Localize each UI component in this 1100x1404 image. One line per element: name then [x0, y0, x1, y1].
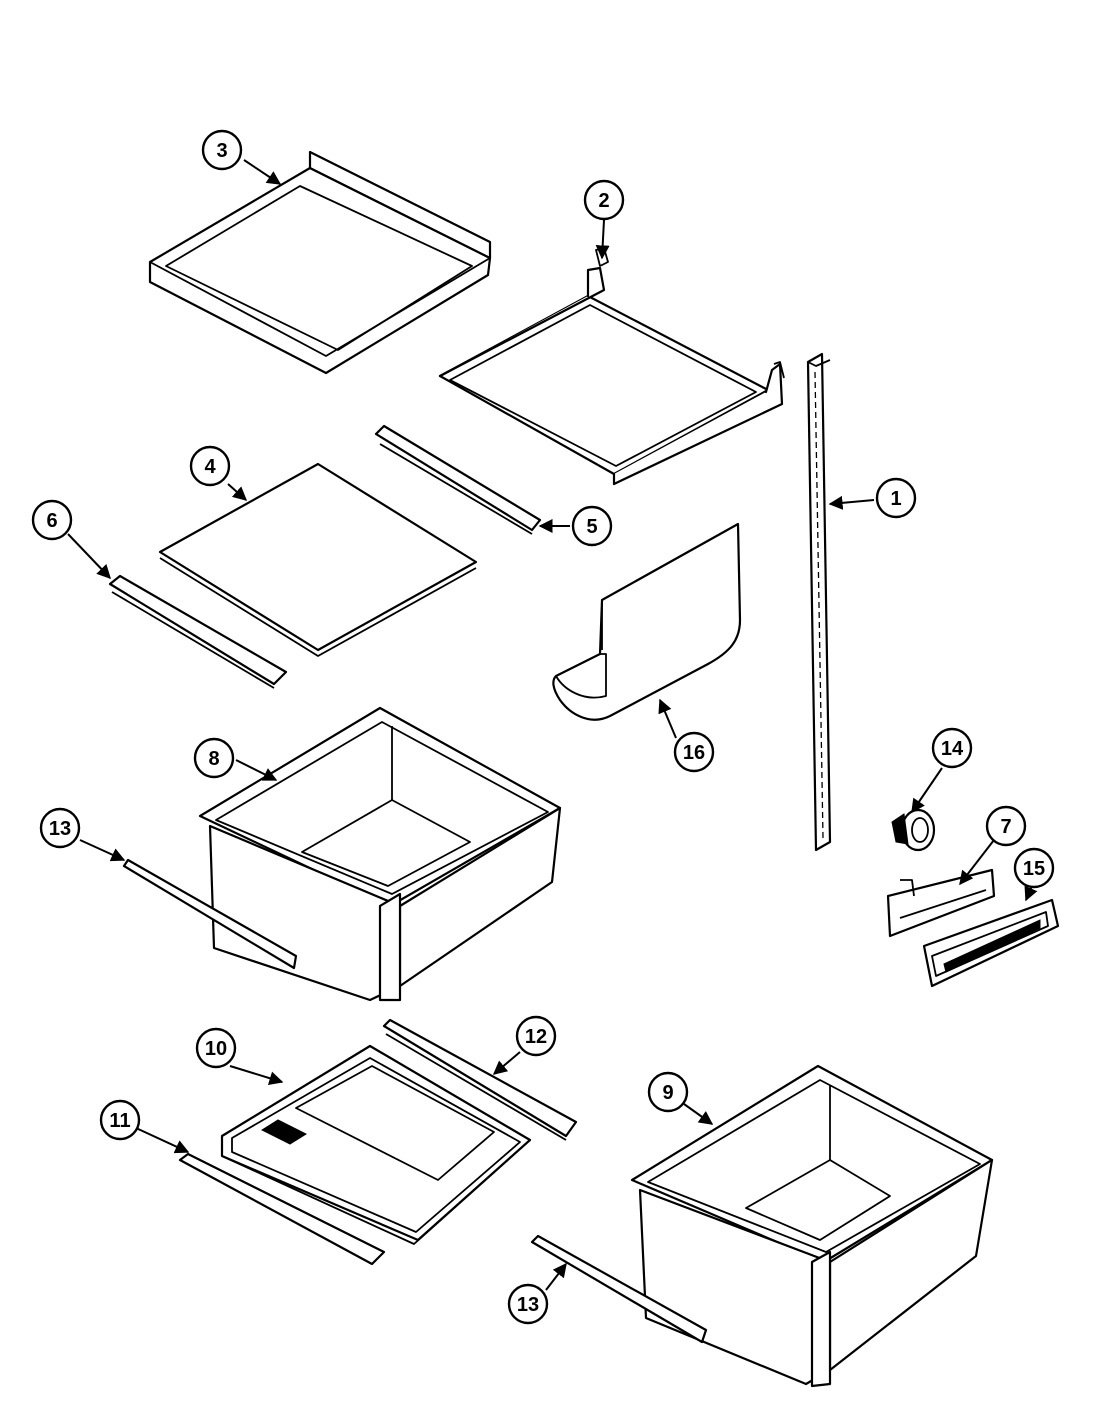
callout-label: 11	[109, 1110, 130, 1132]
part-2-cantilever-shelf	[438, 247, 785, 486]
callout-6: 6	[31, 499, 73, 541]
part-12-rail	[382, 1018, 578, 1141]
callout-label: 5	[586, 516, 597, 538]
callout-label: 4	[204, 456, 216, 478]
callout-label: 12	[525, 1026, 547, 1048]
callout-label: 15	[1023, 858, 1045, 880]
part-8-crisper-pan	[198, 706, 562, 1002]
callout-5: 5	[571, 505, 613, 547]
part-13-lower-trim-strip	[530, 1234, 708, 1344]
part-14-control-knob	[891, 808, 936, 852]
callout-label: 3	[216, 140, 227, 162]
callout-11: 11	[99, 1099, 141, 1141]
part-16-curved-cover	[552, 522, 742, 721]
callout-4: 4	[189, 445, 231, 487]
callout-16: 16	[673, 731, 715, 773]
callout-7: 7	[985, 805, 1027, 847]
part-7-control-slide	[886, 868, 996, 938]
callout-13-upper: 13	[39, 807, 81, 849]
callout-14: 14	[931, 727, 973, 769]
part-6-trim-strip	[108, 574, 288, 689]
callout-label: 13	[49, 818, 71, 840]
callout-label: 6	[46, 510, 57, 532]
part-9-crisper-pan	[630, 1064, 994, 1388]
part-3-shelf-frame	[148, 150, 492, 375]
part-4-glass-plate	[158, 462, 478, 657]
callout-label: 9	[662, 1082, 673, 1104]
callout-label: 14	[941, 738, 964, 760]
callout-3: 3	[201, 129, 243, 171]
part-13-upper-trim-strip	[122, 858, 298, 970]
callout-12: 12	[515, 1015, 557, 1057]
part-1-vertical-rail	[806, 352, 832, 852]
callout-label: 8	[208, 748, 219, 770]
callout-8: 8	[193, 737, 235, 779]
part-15-control-bracket	[922, 898, 1060, 988]
callout-13-lower: 13	[507, 1283, 549, 1325]
part-11-front-strip	[178, 1152, 386, 1266]
callout-label: 1	[890, 488, 901, 510]
callout-15: 15	[1013, 847, 1055, 889]
callout-10: 10	[195, 1027, 237, 1069]
callout-label: 7	[1000, 816, 1011, 838]
callout-1: 1	[875, 477, 917, 519]
callout-9: 9	[647, 1071, 689, 1113]
callout-label: 16	[683, 742, 705, 764]
leader-lines	[67, 159, 1038, 1291]
callout-label: 13	[517, 1294, 539, 1316]
part-10-crisper-cover	[220, 1044, 532, 1245]
callout-label: 10	[205, 1038, 227, 1060]
callout-label: 2	[598, 190, 609, 212]
callout-2: 2	[583, 179, 625, 221]
